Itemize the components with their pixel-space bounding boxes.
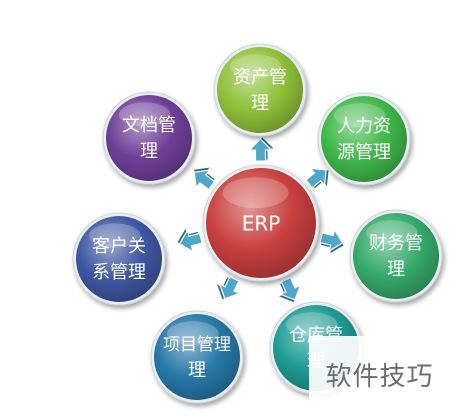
- node-assets-disc: [217, 47, 303, 133]
- node-hr-label-line2: 源管理: [337, 142, 391, 163]
- node-hr-label-line1: 人力资: [337, 116, 391, 137]
- node-center-erp-gloss: [222, 177, 289, 209]
- node-center-erp-label: ERP: [242, 212, 281, 236]
- arrow-project-face: [218, 275, 242, 300]
- node-crm-label-line1: 客户关: [92, 236, 146, 257]
- arrow-warehouse: [278, 276, 302, 303]
- arrow-warehouse-face: [278, 276, 302, 301]
- arrow-project: [217, 275, 242, 300]
- node-finance-label-line2: 理: [387, 259, 405, 280]
- arrow-crm: [177, 228, 203, 253]
- node-crm-gloss: [88, 223, 141, 248]
- node-hr-gloss: [333, 103, 386, 128]
- arrow-crm-face: [178, 228, 203, 253]
- node-project-label-line1: 项目管理: [163, 335, 231, 355]
- arrow-docs: [193, 167, 216, 191]
- node-docs-label-line1: 文档管: [122, 115, 176, 136]
- watermark-text: 软件技巧: [325, 362, 434, 392]
- arrow-assets: [248, 137, 274, 162]
- nodes-layer: 资产管理人力资源管理财务管理仓库管理项目管理理客户关系管理文档管理: [72, 43, 443, 404]
- node-assets-label-line2: 理: [251, 93, 269, 114]
- arrow-hr: [305, 167, 329, 189]
- watermark: 软件技巧: [309, 336, 450, 413]
- node-crm-label-line2: 系管理: [92, 262, 146, 283]
- arrow-assets-face: [248, 138, 273, 162]
- node-assets-gloss: [229, 54, 282, 79]
- node-docs-gloss: [118, 102, 171, 127]
- arrow-finance: [319, 228, 344, 254]
- node-project-disc: [154, 314, 240, 400]
- node-finance-label-line1: 财务管: [369, 233, 423, 254]
- node-warehouse-gloss: [285, 312, 338, 337]
- node-finance-gloss: [365, 220, 418, 245]
- arrow-hr-face: [305, 167, 327, 189]
- arrow-finance-face: [319, 228, 344, 253]
- node-docs-disc: [106, 95, 192, 181]
- node-finance-disc: [353, 213, 439, 299]
- node-center-erp-disc: [206, 168, 316, 278]
- node-project-label-line2: 理: [188, 360, 206, 381]
- node-assets-label-line1: 资产管: [233, 67, 287, 88]
- center-layer: ERP: [202, 164, 320, 282]
- node-project-gloss: [166, 321, 219, 346]
- arrow-docs-face: [193, 169, 216, 191]
- arrows-layer: [177, 137, 344, 303]
- node-docs-label-line2: 理: [140, 141, 158, 162]
- node-crm-disc: [76, 216, 162, 302]
- node-hr-disc: [321, 96, 407, 182]
- node-center-erp: ERP: [202, 164, 320, 282]
